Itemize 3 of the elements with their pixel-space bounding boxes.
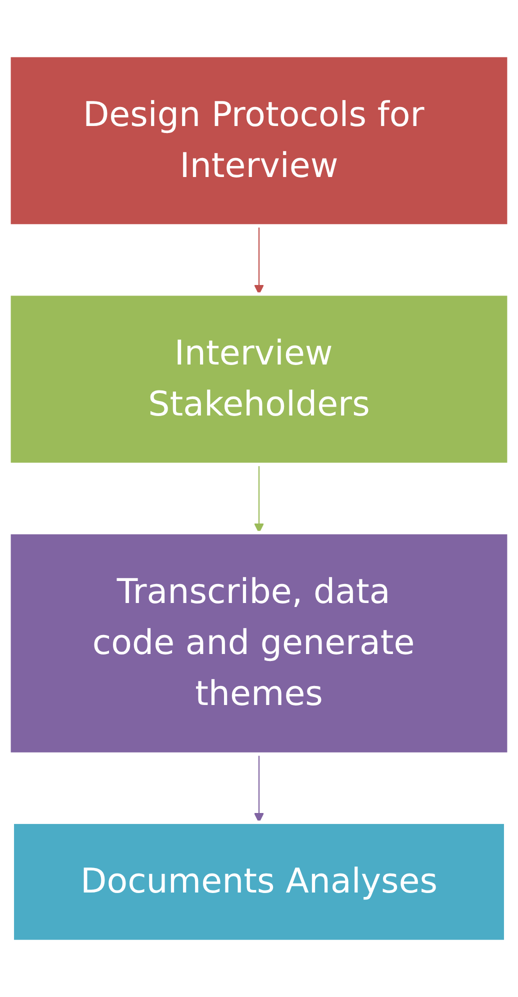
arrow [254,754,264,823]
arrow [254,226,264,294]
arrow [254,464,264,534]
